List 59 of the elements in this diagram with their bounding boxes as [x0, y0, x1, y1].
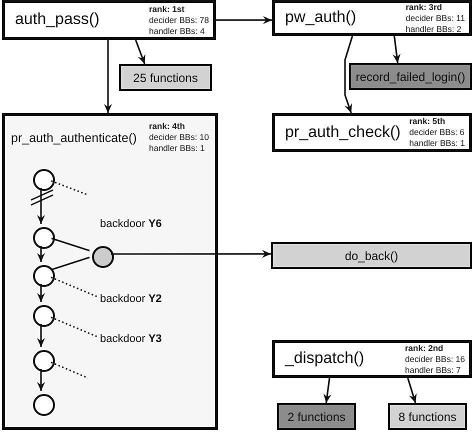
function-name: _dispatch() [285, 350, 364, 368]
arrow [37, 324, 45, 347]
metric-label: handler BBs: 4 [148, 26, 206, 36]
node-circle [33, 350, 55, 372]
arrow [104, 40, 112, 113]
node-circle [33, 265, 55, 287]
metric-label: handler BBs: 1 [409, 138, 465, 149]
rank-label: rank: 1st [148, 4, 186, 14]
metric-label: handler BBs: 7 [404, 364, 462, 376]
arrow [37, 284, 45, 302]
arrow [407, 378, 417, 404]
arrow [134, 40, 146, 64]
node-circle [33, 394, 55, 416]
node-circle [33, 169, 55, 191]
node-circle [92, 246, 114, 268]
function-chip: 25 functions [119, 64, 212, 91]
connector-line [51, 256, 90, 270]
metric-label: decider BBs: 78 [148, 14, 209, 26]
arrow [216, 16, 272, 24]
function-box [272, 0, 472, 36]
function-name: auth_pass() [15, 11, 100, 29]
arrow [37, 369, 45, 391]
node-circle [33, 305, 55, 327]
backdoor-label: backdoor Y3 [100, 331, 162, 348]
arrow [344, 36, 354, 114]
metric-label: decider BBs: 16 [404, 354, 465, 364]
function-chip: 2 functions [277, 403, 356, 430]
connector-line [51, 238, 90, 252]
arrow [111, 250, 271, 258]
function-chip: record_failed_login() [349, 63, 472, 90]
metric-label: handler BBs: 1 [148, 143, 206, 154]
metric-label: decider BBs: 11 [406, 12, 465, 24]
metric-label: handler BBs: 2 [406, 24, 462, 34]
arrow [392, 36, 401, 64]
function-chip: 8 functions [388, 403, 467, 430]
function-name: pw_auth() [285, 9, 356, 27]
rank-label: rank: 4th [148, 121, 186, 132]
function-name: pr_auth_check() [285, 124, 401, 142]
rank-label: rank: 2nd [404, 342, 444, 354]
rank-label: rank: 5th [409, 116, 446, 127]
function-name: pr_auth_authenticate() [11, 130, 137, 144]
backdoor-label: backdoor Y6 [100, 217, 162, 232]
backdoor-label: backdoor Y2 [100, 291, 162, 308]
function-box [272, 340, 472, 378]
function-panel [2, 113, 218, 430]
function-box [2, 0, 216, 40]
rank-label: rank: 3rd [406, 2, 443, 12]
function-box [272, 113, 472, 152]
dotted-line [50, 362, 88, 379]
metric-label: decider BBs: 6 [409, 127, 465, 138]
arrow [37, 188, 45, 224]
function-chip: do_back() [271, 242, 472, 269]
dotted-line [50, 316, 98, 338]
node-circle [33, 227, 55, 249]
arrow [37, 246, 45, 262]
metric-label: decider BBs: 10 [148, 132, 209, 143]
arrow [323, 378, 332, 404]
dotted-line [50, 276, 98, 298]
dotted-line [51, 180, 88, 196]
